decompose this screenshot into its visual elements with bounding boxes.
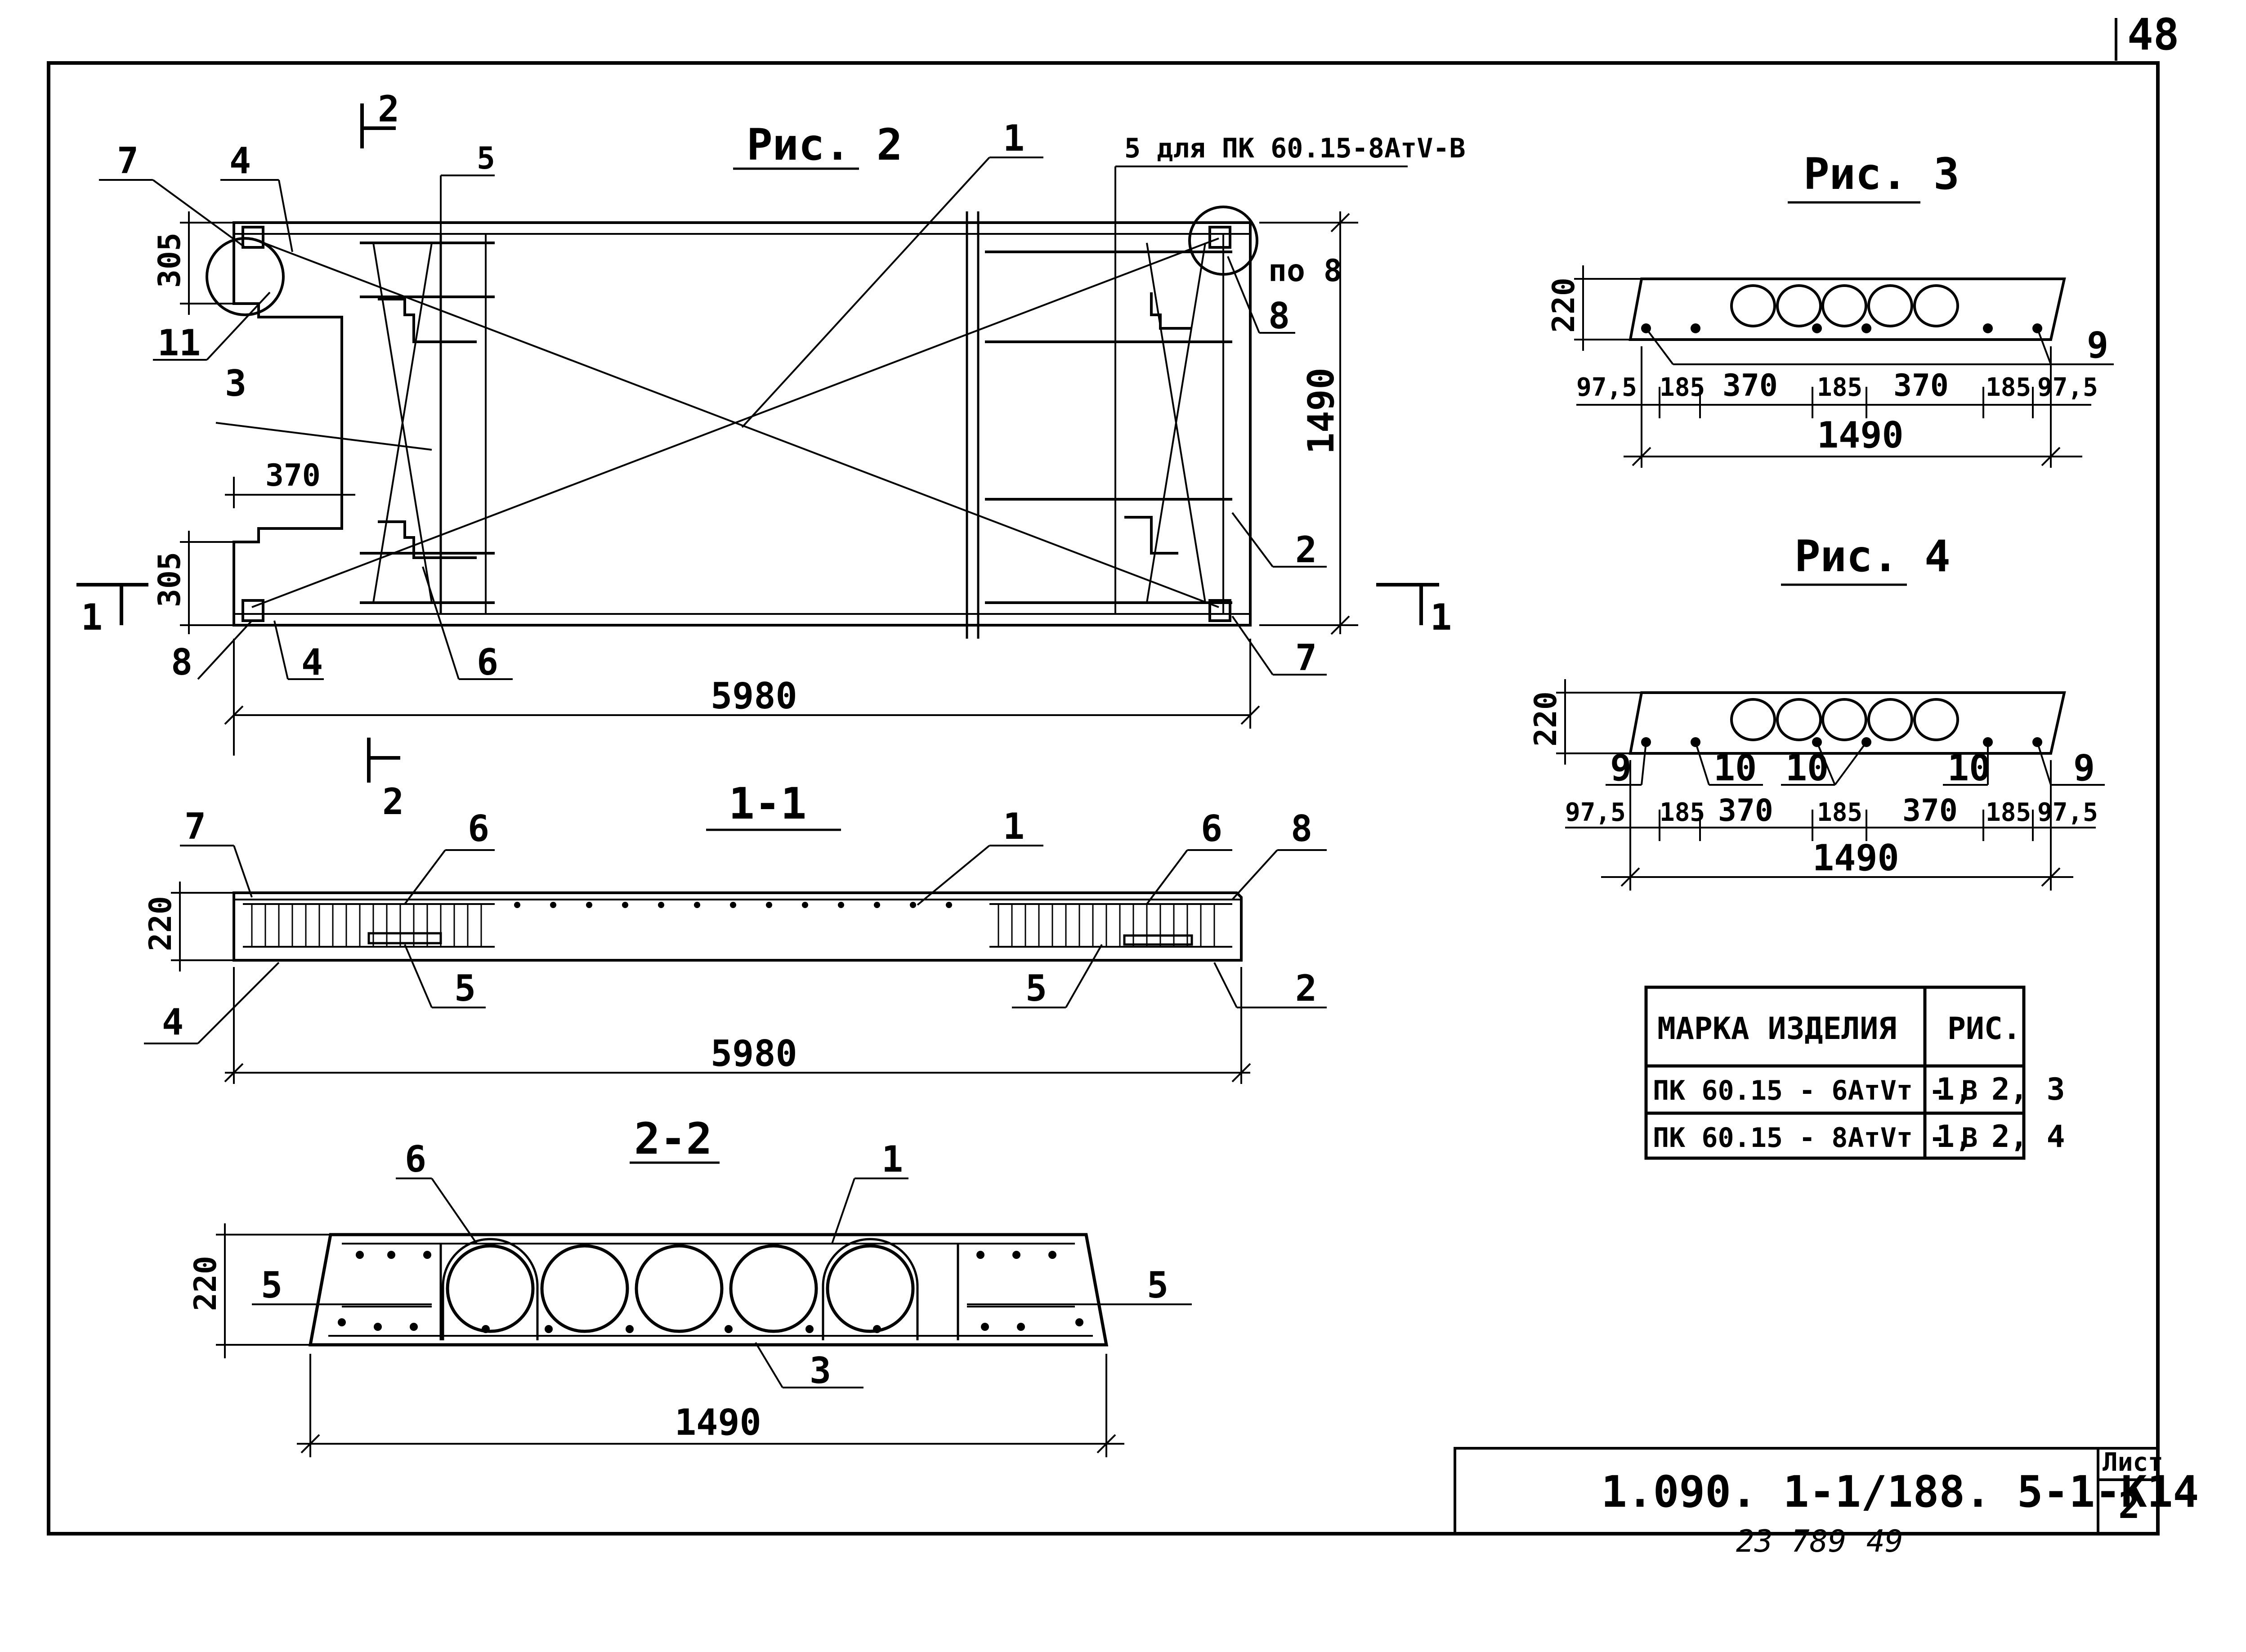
- page-number: 48: [2127, 9, 2179, 60]
- section-1-1-label-8: 8: [1291, 808, 1312, 850]
- fig4-dim-3: 185: [1817, 798, 1862, 827]
- sheet-frame: [47, 18, 2160, 1536]
- fig4-dim-total: 1490: [1812, 837, 1899, 879]
- section-1-1-dim-length: 5980: [711, 1033, 797, 1074]
- fig2-label-8-left: 8: [171, 641, 192, 683]
- table-row-1-mark: ПК 60.15 - 6АтVт - В: [1653, 1075, 1978, 1106]
- section-1-1-bars: [514, 902, 952, 908]
- fig2-label-7-top: 7: [117, 140, 139, 182]
- section-1-1-label-7: 7: [184, 806, 206, 847]
- fig4-dim-6: 97,5: [2037, 798, 2098, 827]
- table-row-2-fig: 1, 2, 4: [1936, 1119, 2065, 1155]
- fig2-label-8-right: 8: [1268, 295, 1290, 337]
- fig4-label-9-right: 9: [2073, 747, 2095, 789]
- fig2-section-1-right: 1: [1430, 596, 1452, 638]
- fig4-dimensions: [1556, 583, 2105, 891]
- fig4-label-10-c: 10: [1947, 747, 1991, 789]
- fig2-label-3: 3: [225, 363, 246, 404]
- fig4-dim-5: 185: [1986, 798, 2031, 827]
- fig2-label-11: 11: [157, 322, 201, 364]
- fig4-label-9-left: 9: [1610, 747, 1632, 789]
- fig2-label-5: 5: [477, 141, 495, 176]
- fig2-section-1-left: 1: [81, 596, 103, 638]
- fig3-section: [1629, 278, 2066, 341]
- section-1-1-dimensions: [144, 828, 1327, 1084]
- fig2-label-6: 6: [477, 641, 498, 683]
- section-2-2-label-6: 6: [405, 1138, 426, 1180]
- fig3-dim-5: 185: [1986, 373, 2031, 402]
- fig3-bars: [1641, 323, 2042, 333]
- section-1-1-label-4: 4: [162, 1001, 183, 1043]
- section-2-2-label-5-right: 5: [1147, 1264, 1168, 1306]
- fig2-title: Рис. 2: [747, 120, 903, 170]
- fig2-label-po8: по 8: [1268, 253, 1342, 289]
- fig2-section-2-bottom: 2: [382, 781, 404, 823]
- marks-table: [1644, 985, 2026, 1160]
- section-2-2-bars: [338, 1251, 1083, 1333]
- fig2-label-4-top: 4: [229, 140, 251, 182]
- fig4-dim-2: 370: [1718, 793, 1773, 828]
- inventory-number: 23 789: [1736, 1524, 1847, 1559]
- fig3-dimensions: [1574, 201, 2114, 468]
- fig2-dim-305-top: 305: [152, 233, 188, 288]
- fig3-dim-total: 1490: [1817, 414, 1904, 456]
- section-1-1-dim-h: 220: [143, 896, 179, 951]
- fig2-label-7-bottom: 7: [1295, 637, 1317, 679]
- fig2-dim-305-bottom: 305: [152, 552, 188, 607]
- section-1-1: [233, 891, 1243, 962]
- section-1-1-label-6-left: 6: [468, 808, 489, 850]
- fig2-label-2: 2: [1295, 529, 1317, 571]
- fig3-dim-1: 185: [1660, 373, 1705, 402]
- section-2-2-dim-h: 220: [188, 1256, 224, 1311]
- section-1-1-label-5-right: 5: [1025, 967, 1047, 1009]
- table-row-2-mark: ПК 60.15 - 8АтVт - В: [1653, 1122, 1978, 1154]
- sheet-list-number: 2: [2118, 1485, 2140, 1527]
- fig4-label-10-b: 10: [1785, 747, 1829, 789]
- fig4-dim-h: 220: [1528, 691, 1564, 747]
- section-1-1-title: 1-1: [729, 779, 806, 829]
- sheet-list-label: Лист: [2103, 1448, 2163, 1477]
- title-block: [1454, 1447, 2159, 1535]
- fig2-dim-width: 1490: [1300, 367, 1342, 454]
- fig4-dim-0: 97,5: [1565, 798, 1626, 827]
- section-2-2-dim-width: 1490: [675, 1401, 761, 1443]
- fig2-callout-5-title: 5 для ПК 60.15-8АтV-В: [1124, 133, 1466, 164]
- section-1-1-label-6-right: 6: [1201, 808, 1222, 850]
- fig3-dim-3: 185: [1817, 373, 1862, 402]
- fig2-dim-370: 370: [265, 458, 321, 493]
- fig4-dim-1: 185: [1660, 798, 1705, 827]
- fig4-label-10-a: 10: [1714, 747, 1757, 789]
- table-header-mark: МАРКА ИЗДЕЛИЯ: [1657, 1011, 1897, 1047]
- fig4-dim-4: 370: [1902, 793, 1958, 828]
- table-row-1-fig: 1, 2, 3: [1936, 1072, 2065, 1107]
- section-1-1-label-5-left: 5: [454, 967, 476, 1009]
- fig2-plan: [206, 206, 1258, 639]
- fig4-section: [1629, 691, 2066, 755]
- section-2-2-dimensions: [216, 1161, 1192, 1457]
- section-1-1-label-1: 1: [1003, 806, 1025, 847]
- section-2-2-label-3: 3: [810, 1350, 831, 1392]
- fig2-dimensions: [76, 103, 1439, 783]
- fig3-dim-0: 97,5: [1576, 373, 1637, 402]
- document-code: 1.090. 1-1/188. 5-1-К14: [1601, 1467, 2199, 1517]
- fig3-dim-2: 370: [1723, 368, 1778, 403]
- fig3-title: Рис. 3: [1803, 149, 1960, 199]
- fig2-section-2-top: 2: [378, 88, 399, 130]
- section-1-1-label-2: 2: [1295, 967, 1317, 1009]
- fig4-title: Рис. 4: [1794, 531, 1951, 582]
- table-header-fig: РИС.: [1947, 1011, 2021, 1047]
- section-2-2-label-5-left: 5: [261, 1264, 282, 1306]
- fig2-label-1: 1: [1003, 117, 1025, 159]
- inventory-number-b: 49: [1866, 1524, 1903, 1559]
- fig3-label-9: 9: [2087, 324, 2108, 366]
- fig2-label-4-bottom: 4: [301, 641, 323, 683]
- section-2-2-title: 2-2: [634, 1114, 712, 1164]
- fig3-dim-4: 370: [1893, 368, 1949, 403]
- fig2-dim-length: 5980: [711, 675, 797, 717]
- fig3-dim-6: 97,5: [2037, 373, 2098, 402]
- fig3-dim-h: 220: [1546, 278, 1582, 333]
- section-2-2-label-1: 1: [881, 1138, 903, 1180]
